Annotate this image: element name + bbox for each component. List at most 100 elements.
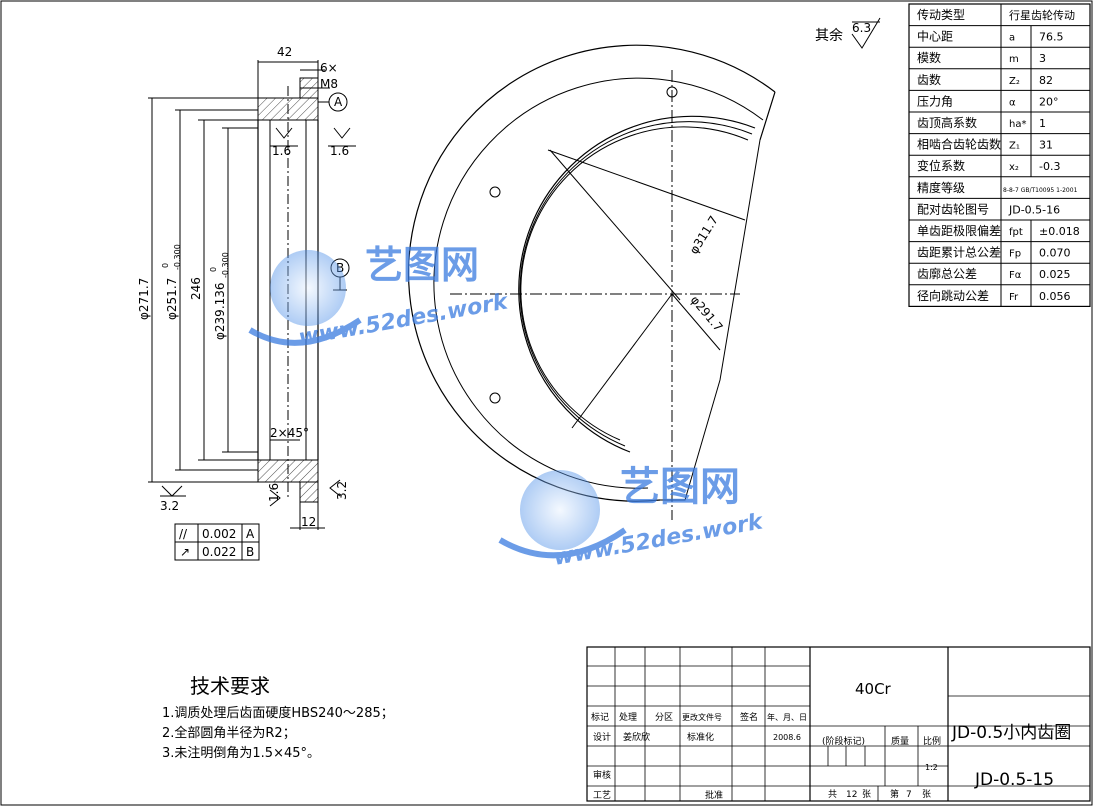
param-symbol: Z₂: [1009, 76, 1020, 87]
param-symbol: ha*: [1009, 119, 1026, 130]
param-name: 单齿距极限偏差: [917, 223, 1001, 238]
title-block: [586, 646, 1091, 802]
tech-req-item-1: 1.调质处理后齿面硬度HBS240～285；: [162, 705, 394, 721]
roughness-label-5: 3.2: [335, 481, 349, 500]
param-symbol: a: [1009, 33, 1015, 44]
designer-name: 姜欣欣: [623, 731, 650, 743]
dia-mid-tol-low: -0.300: [173, 244, 182, 270]
roughness-label-3: 3.2: [160, 499, 179, 513]
stage-label: (阶段标记): [822, 735, 865, 747]
param-name: 中心距: [917, 29, 953, 44]
width-42-label: 42: [277, 45, 292, 59]
watermark-2: 艺图网 www.52des.work: [498, 464, 766, 571]
dia-outer-label: φ271.7: [137, 278, 151, 320]
design-label: 设计: [593, 731, 611, 743]
param-value: 31: [1039, 139, 1053, 152]
param-value: 0.070: [1039, 247, 1071, 260]
watermark-brand: 艺图网: [620, 464, 740, 510]
width-12-label: 12: [301, 515, 316, 529]
dia-291-label: φ291.7: [688, 293, 726, 334]
param-value: 0.025: [1039, 268, 1071, 281]
drawing-number-label: JD-0.5-15: [974, 770, 1054, 790]
datum-a-label: A: [334, 95, 343, 109]
part-name-label: JD-0.5小内齿圈: [951, 723, 1071, 743]
globe-icon: [520, 470, 600, 550]
parallelism-value: 0.002: [202, 527, 236, 541]
chamfer-label: 2×45°: [270, 426, 309, 440]
watermark-1: 艺图网 www.52des.work: [248, 243, 511, 351]
param-value: ±0.018: [1039, 225, 1080, 238]
param-name: 传动类型: [917, 7, 965, 22]
param-name: 精度等级: [917, 180, 965, 195]
total-value: 12: [846, 790, 857, 800]
runout-datum: B: [246, 545, 254, 559]
parallelism-symbol: //: [179, 527, 188, 541]
dia-mid-label: φ251.7: [165, 278, 179, 320]
dia-mid-tol-up: 0: [161, 263, 170, 268]
param-name: 模数: [917, 50, 941, 65]
param-symbol: Fr: [1009, 292, 1019, 303]
param-value: 82: [1039, 74, 1053, 87]
param-symbol: fpt: [1009, 227, 1023, 238]
param-name: 齿顶高系数: [917, 115, 977, 130]
dia-inner-tol-low: -0.300: [221, 252, 230, 278]
dia-inner-tol-up: 0: [209, 267, 218, 272]
param-value: -0.3: [1039, 160, 1060, 173]
runout-value: 0.022: [202, 545, 236, 559]
param-symbol: Z₁: [1009, 141, 1020, 152]
param-value: 行星齿轮传动: [1009, 8, 1075, 22]
dim-246-label: 246: [189, 277, 203, 300]
param-name: 变位系数: [917, 158, 965, 173]
holes-label: 6×: [320, 61, 338, 75]
param-symbol: x₂: [1009, 162, 1019, 173]
header-doc: 更改文件号: [682, 712, 722, 722]
param-symbol: m: [1009, 54, 1019, 65]
param-value: 76.5: [1039, 31, 1064, 44]
scale-value: 1:2: [925, 763, 938, 772]
param-name: 齿廓总公差: [917, 266, 977, 281]
dia-inner-label: φ239.136: [213, 282, 227, 340]
param-name: 径向跳动公差: [917, 288, 989, 303]
param-value: 0.056: [1039, 290, 1071, 303]
param-name: 压力角: [917, 94, 953, 108]
surface-finish-other-label: 其余: [815, 27, 843, 44]
header-date: 年、月、日: [767, 712, 807, 722]
param-symbol: α: [1009, 97, 1016, 108]
front-view: [408, 17, 881, 520]
param-symbol: Fα: [1009, 270, 1022, 281]
header-sign: 签名: [740, 711, 758, 723]
material-label: 40Cr: [855, 680, 892, 698]
total-sheets-unit: 张: [862, 789, 871, 800]
sheet-label: 第: [890, 788, 899, 800]
surface-finish-other-value: 6.3: [852, 21, 871, 35]
roughness-label-4: 1.6: [267, 483, 281, 502]
tech-req-item-2: 2.全部圆角半径为R2；: [162, 725, 296, 741]
header-mark: 标记: [591, 711, 609, 723]
approve-label: 批准: [705, 789, 723, 801]
param-symbol: Fp: [1009, 249, 1021, 260]
param-value: 8-8-7 GB/T10095 1-2001: [1003, 187, 1078, 194]
tech-req-title: 技术要求: [190, 674, 270, 698]
watermark-brand: 艺图网: [365, 243, 479, 287]
section-view: [148, 60, 356, 530]
roughness-label-2: 1.6: [330, 144, 349, 158]
globe-icon: [270, 250, 346, 326]
total-label: 共: [828, 789, 837, 800]
dia-311-label: φ311.7: [687, 213, 721, 256]
param-value: JD-0.5-16: [1008, 203, 1060, 216]
param-value: 1: [1039, 117, 1046, 130]
mass-label: 质量: [891, 735, 909, 747]
header-zone: 分区: [655, 712, 673, 723]
param-name: 齿数: [917, 72, 941, 87]
sheet-value: 7: [906, 790, 912, 800]
review-label: 审核: [593, 769, 611, 781]
param-name: 相啮合齿轮齿数: [917, 137, 1001, 152]
sheet-unit: 张: [922, 789, 931, 800]
tolerance-frame: [174, 523, 260, 561]
param-name: 配对齿轮图号: [917, 202, 989, 216]
process-label: 工艺: [593, 790, 611, 801]
